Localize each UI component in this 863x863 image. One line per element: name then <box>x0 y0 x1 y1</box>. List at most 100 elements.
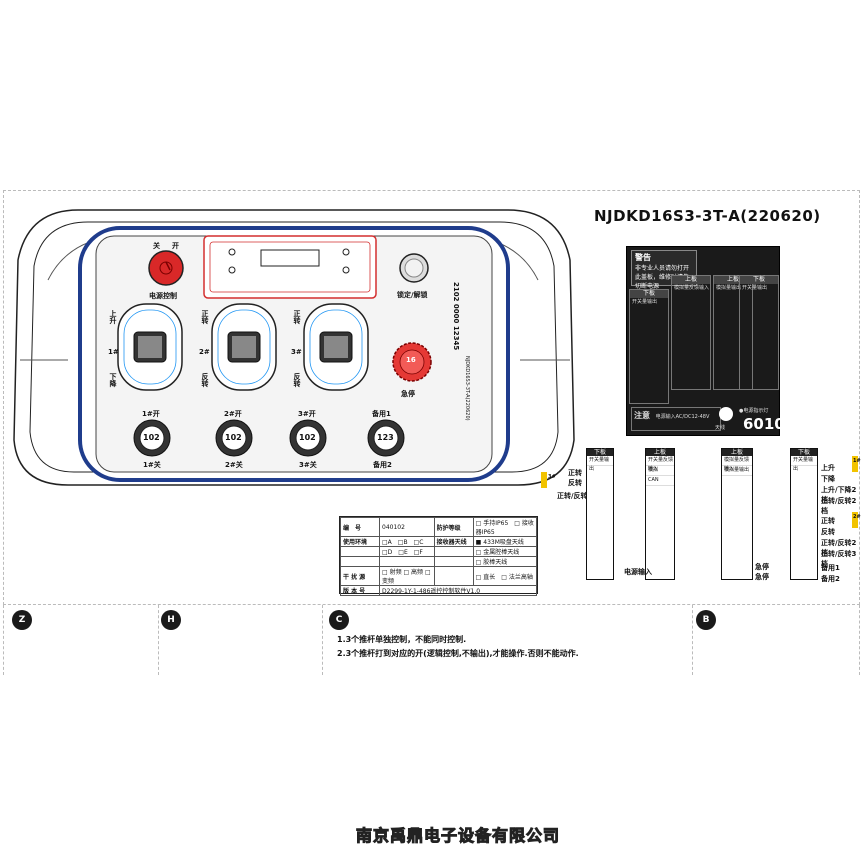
joystick-3-num: 3# <box>291 348 302 356</box>
panel-col-4-header: 下板 <box>740 276 778 284</box>
strip-4-label-3: 正转/反转2档 <box>821 497 857 515</box>
button-4-number: 123 <box>377 433 394 442</box>
antenna-indicator <box>719 407 733 421</box>
table-cell: 040102 <box>379 517 435 537</box>
panel-col-4-label: 开关量输出 <box>742 285 768 291</box>
estop-number: 16 <box>406 356 416 364</box>
panel-col-1-label: 开关量输出 <box>632 299 658 305</box>
zone-marker-h: H <box>161 610 181 630</box>
table-cell: □ 射频 □ 高频 □ 变频 <box>379 566 435 586</box>
strip-4-header: 下板 <box>791 449 817 456</box>
zone-divider <box>158 605 160 675</box>
joystick-2-num: 2# <box>199 348 210 356</box>
lock-button[interactable] <box>400 254 428 282</box>
remote-model-text: NJDKD16S3-3T-A(220620) <box>464 356 470 421</box>
strip-4-tag-1-text: 1# <box>853 458 861 464</box>
panel-col-1-header: 下板 <box>630 290 668 298</box>
table-cell: □D □E □F <box>379 546 435 557</box>
warning-title: 警告 <box>635 253 651 262</box>
terminal-strip-4: 下板 开关量输出 <box>790 448 818 580</box>
strip-4-label-7: 正转/反转3档 <box>821 550 857 568</box>
button-4-top-label: 备用1 <box>372 410 391 418</box>
button-3-number: 102 <box>299 433 316 442</box>
table-cell <box>340 556 380 567</box>
strip-1-label-2: 正转/反转3 <box>557 492 593 500</box>
strip-2-label-2: CAN <box>646 476 674 486</box>
strip-1-col-label: 开关量输出 <box>587 456 613 472</box>
power-indicator-label: ●电源指示灯 <box>739 408 769 414</box>
strip-3-label-0: 模拟量反馈输入 <box>722 456 752 472</box>
button-1-bottom-label: 1#关 <box>143 461 161 469</box>
button-1-top-label: 1#开 <box>142 410 160 418</box>
strip-1-label-1: 反转 <box>568 479 582 487</box>
strip-4-label-4: 正转 <box>821 517 835 525</box>
warning-text: 非专业人员请勿打开此盖板，维修时请先切断电源 <box>635 265 690 290</box>
button-2-bottom-label: 2#关 <box>225 461 243 469</box>
button-4-bottom-label: 备用2 <box>373 461 392 469</box>
model-code-title: NJDKD16S3-3T-A(220620) <box>594 207 821 225</box>
strip-2-power-label: 电源输入 <box>624 568 652 576</box>
strip-1-tag <box>541 472 547 488</box>
table-cell <box>433 556 474 567</box>
joystick-3[interactable] <box>304 304 368 390</box>
strip-4-label-2: 上升/下降2档 <box>821 486 857 504</box>
note-text: 电源输入AC/DC12-48V <box>655 414 710 420</box>
terminal-strip-2: 上板 开关量反馈输入 模拟 CAN <box>645 448 675 580</box>
power-switch[interactable] <box>150 253 184 287</box>
terminal-strip-1: 下板 开关量输出 <box>586 448 614 580</box>
estop-label: 急停 <box>401 390 415 398</box>
button-3-top-label: 3#开 <box>298 410 316 418</box>
table-cell: 干 扰 源 <box>340 566 380 586</box>
joystick-2[interactable] <box>212 304 276 390</box>
table-cell <box>433 566 474 586</box>
panel-number: 6010 <box>743 415 785 433</box>
panel-col-3: 上板 模拟量输出 <box>713 275 753 390</box>
strip-4-label-0: 上升 <box>821 464 835 472</box>
table-cell: 编 号 <box>340 517 380 537</box>
strip-4-label-6: 正转/反转2档 <box>821 539 857 557</box>
joystick-1-down-label: 下降 <box>109 373 117 387</box>
notes-frame <box>3 605 860 675</box>
table-row: □ 胶棒天线 <box>340 556 538 567</box>
table-row: □D □E □F □ 金属腔棒天线 <box>340 546 538 557</box>
button-3-bottom-label: 3#关 <box>299 461 317 469</box>
note-line-2: 2.3个推杆打到对应的开(逻辑控制,不输出),才能操作.否则不能动作. <box>337 649 579 658</box>
table-cell: □A □B □C <box>379 536 435 547</box>
note-line-1: 1.3个推杆单独控制，不能同时控制. <box>337 635 467 644</box>
terminal-strip-3: 上板 模拟量反馈输入 模拟量输出 <box>721 448 753 580</box>
strip-4-tag-2-text: 2# <box>853 514 861 520</box>
table-cell: □ 直长 □ 法兰高轴 <box>472 566 538 586</box>
strip-4-label-9: 备用2 <box>821 575 840 583</box>
joystick-1[interactable] <box>118 304 182 390</box>
table-cell: □ 胶棒天线 <box>472 556 538 567</box>
table-cell: D2299-1Y-1-486遥控控制软件V1.0 <box>379 585 537 596</box>
table-cell: 版 本 号 <box>340 585 380 596</box>
button-2-top-label: 2#开 <box>224 410 242 418</box>
zone-marker-b: B <box>696 610 716 630</box>
strip-4-tag-2 <box>852 512 858 528</box>
strip-1-tag-text: 3# <box>548 474 556 480</box>
panel-col-1: 下板 开关量输出 <box>629 289 669 404</box>
joystick-1-up-label: 上升 <box>109 310 117 324</box>
strip-3-estop-label-2: 急停 <box>755 573 769 581</box>
power-control-label: 电源控制 <box>149 292 177 300</box>
table-cell: □ 金属腔棒天线 <box>472 546 538 557</box>
table-row: 版 本 号 D2299-1Y-1-486遥控控制软件V1.0 <box>340 585 537 596</box>
joystick-3-up-label: 正转 <box>293 310 301 324</box>
note-box: 注意 电源输入AC/DC12-48V <box>631 407 721 431</box>
strip-3-header: 上板 <box>722 449 752 456</box>
strip-4-tag-1 <box>852 456 858 472</box>
strip-4-label-8: 备用1 <box>821 564 840 572</box>
table-cell: 接收器天线 <box>433 536 474 547</box>
power-on-label: 开 <box>172 242 179 250</box>
strip-2-header: 上板 <box>646 449 674 456</box>
note-title: 注意 <box>634 411 650 420</box>
panel-col-4: 下板 开关量输出 <box>739 275 779 390</box>
table-cell <box>379 556 435 567</box>
joystick-2-down-label: 反转 <box>201 373 209 387</box>
joystick-3-down-label: 反转 <box>293 373 301 387</box>
strip-4-col-label: 开关量输出 <box>791 456 817 472</box>
joystick-1-num: 1# <box>108 348 119 356</box>
strip-2-label-0: 开关量反馈输入 <box>646 457 674 472</box>
panel-col-3-header: 上板 <box>714 276 752 284</box>
